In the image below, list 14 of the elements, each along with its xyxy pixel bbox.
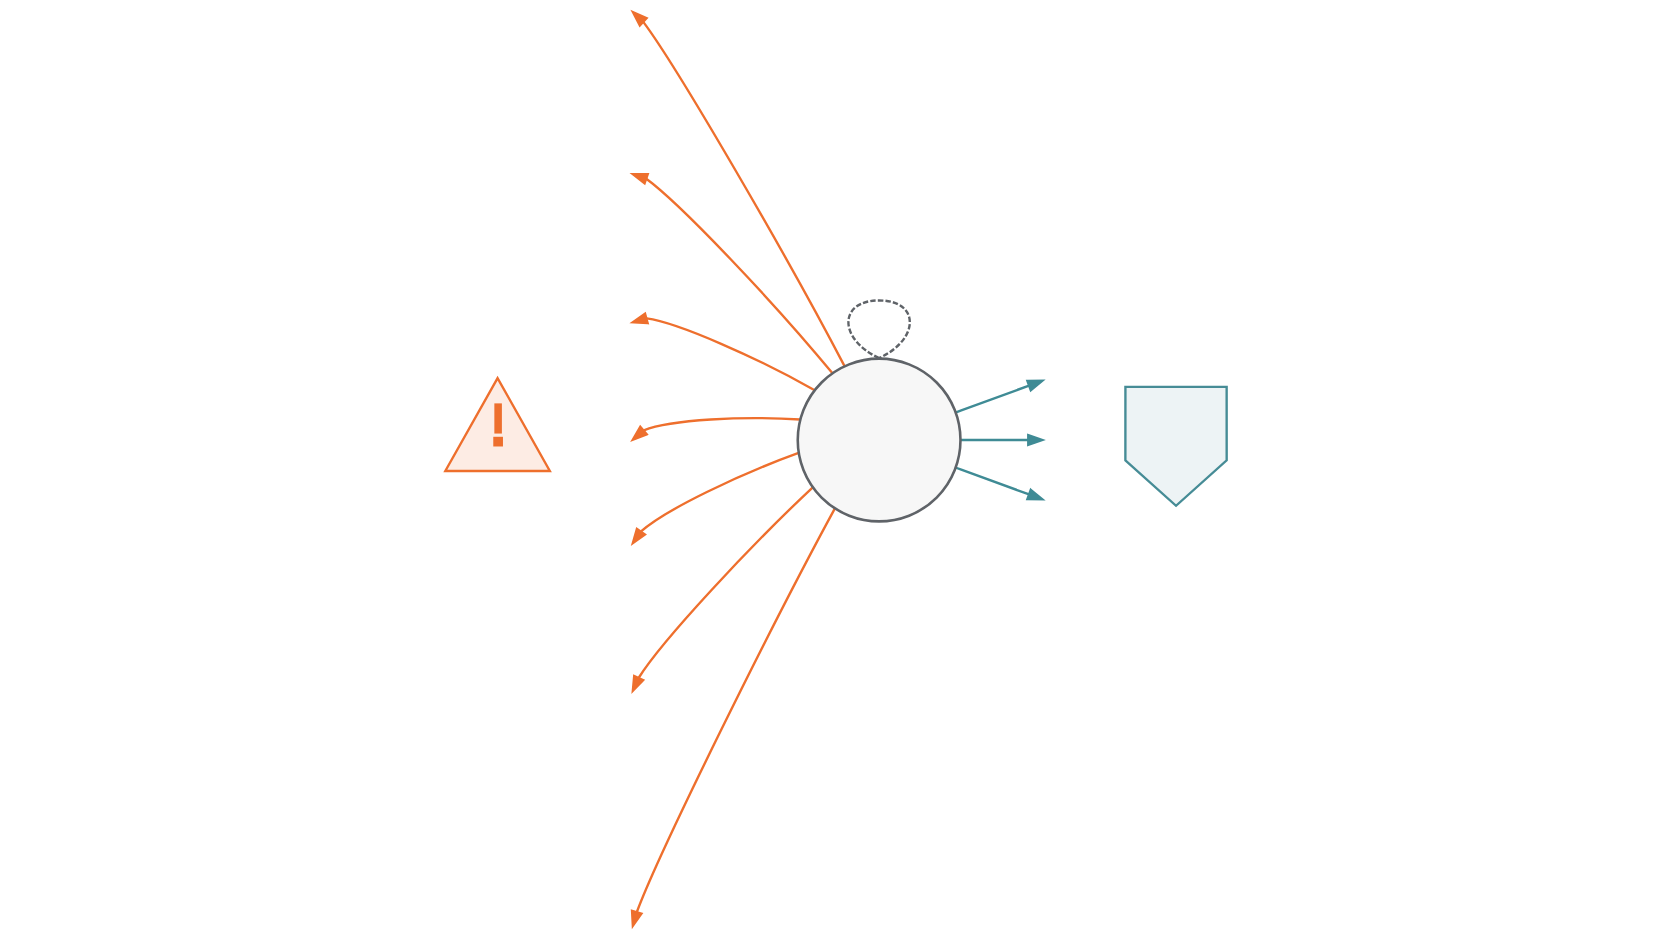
arrow: [630, 9, 846, 367]
node-triangle: [443, 375, 552, 473]
arrow: [960, 433, 1046, 447]
arrow: [630, 508, 836, 930]
arrow: [629, 311, 816, 392]
arrow: [630, 417, 801, 442]
connector: [847, 299, 911, 360]
arrow: [631, 486, 814, 695]
arrow: [630, 451, 799, 547]
arrow: [629, 172, 834, 374]
node-circle: [796, 357, 962, 523]
arrow: [955, 379, 1046, 414]
node-shield: [1124, 385, 1228, 508]
arrow: [955, 466, 1046, 501]
